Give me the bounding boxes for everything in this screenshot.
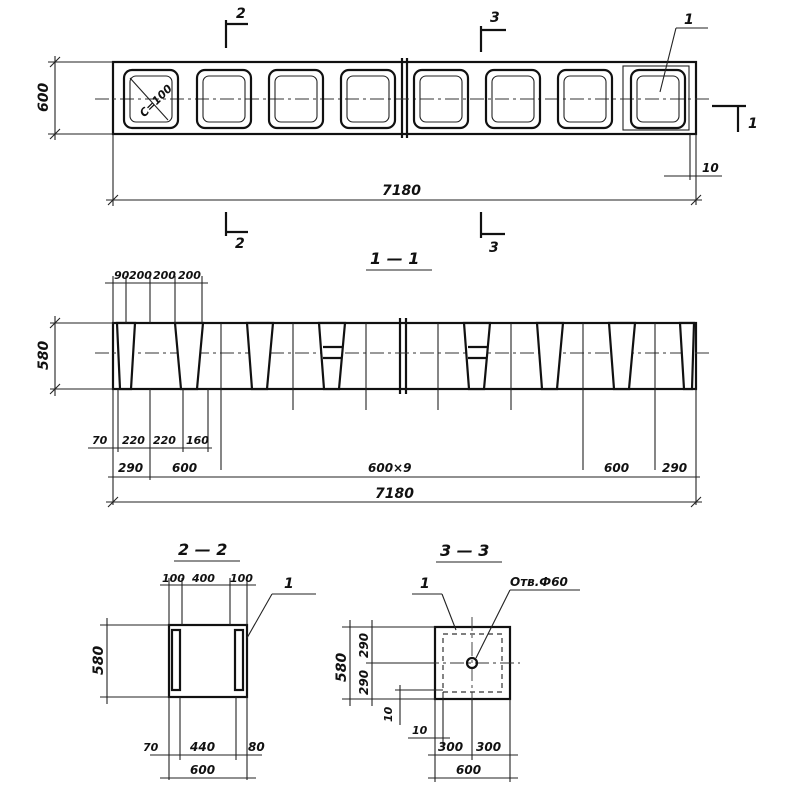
svg-text:290: 290 bbox=[662, 461, 687, 475]
plan-end-cell bbox=[622, 65, 690, 131]
plan-outline bbox=[111, 60, 698, 136]
svg-text:600: 600 bbox=[190, 763, 215, 777]
svg-text:2: 2 bbox=[235, 236, 245, 252]
plan-leader-1: 1 bbox=[659, 12, 708, 93]
section-height-dim: 580 bbox=[36, 316, 113, 396]
section-cell bbox=[462, 321, 492, 391]
svg-text:10: 10 bbox=[702, 161, 719, 175]
plan-height-dim: 600 bbox=[36, 56, 113, 140]
section-2-2-title: 2 — 2 bbox=[178, 540, 227, 559]
svg-text:10: 10 bbox=[412, 724, 428, 737]
section-outline bbox=[111, 321, 698, 391]
plan-length-dim: 7180 bbox=[106, 134, 702, 206]
section-2-2-rib bbox=[233, 628, 245, 692]
svg-text:100: 100 bbox=[230, 572, 253, 585]
plan-hole bbox=[412, 68, 470, 130]
svg-text:290: 290 bbox=[357, 633, 371, 658]
section-3-3-outline bbox=[433, 625, 512, 701]
svg-text:1: 1 bbox=[748, 116, 758, 132]
cut-mark-2-bottom: 2 bbox=[224, 212, 248, 252]
section-bottom-dims: 70 220 220 160 290 600 600×9 600 290 718… bbox=[88, 389, 702, 508]
plan-hole bbox=[556, 68, 614, 130]
svg-text:580: 580 bbox=[36, 341, 52, 370]
section-cells bbox=[115, 321, 696, 391]
section-3-3-title: 3 — 3 bbox=[440, 541, 489, 560]
plan-hole bbox=[267, 68, 325, 130]
svg-text:600: 600 bbox=[604, 461, 629, 475]
section-cell bbox=[115, 321, 137, 391]
svg-text:600: 600 bbox=[456, 763, 481, 777]
section-cell bbox=[173, 321, 205, 391]
svg-text:160: 160 bbox=[186, 434, 209, 447]
section-cell bbox=[607, 321, 637, 391]
plan-holes bbox=[122, 68, 687, 130]
section-2-2-rib bbox=[170, 628, 182, 692]
plan-view: C=100 2 3 2 3 1 bbox=[36, 6, 758, 256]
section-1-1: 1 — 1 bbox=[36, 249, 712, 508]
svg-text:220: 220 bbox=[153, 434, 176, 447]
svg-text:3: 3 bbox=[490, 10, 500, 26]
svg-text:300: 300 bbox=[438, 740, 463, 754]
section-3-3-hole bbox=[465, 656, 479, 670]
svg-text:70: 70 bbox=[143, 741, 159, 754]
svg-text:7180: 7180 bbox=[375, 486, 414, 502]
svg-text:10: 10 bbox=[382, 706, 395, 722]
cut-mark-3-bottom: 3 bbox=[479, 212, 505, 256]
svg-text:600×9: 600×9 bbox=[368, 461, 411, 475]
cut-mark-2-top: 2 bbox=[224, 6, 248, 48]
svg-text:600: 600 bbox=[36, 83, 52, 112]
svg-text:220: 220 bbox=[122, 434, 145, 447]
section-3-3-inner-dashed bbox=[442, 633, 503, 693]
section-cell bbox=[535, 321, 565, 391]
section-3-3: 3 — 3 Отв.Ф60 1 580 290 290 10 10 300 30… bbox=[334, 541, 580, 782]
cut-mark-3-top: 3 bbox=[479, 10, 506, 52]
svg-text:580: 580 bbox=[334, 653, 350, 682]
section-cell bbox=[317, 321, 347, 391]
svg-text:3: 3 bbox=[489, 240, 499, 256]
plan-hole-note: C=100 bbox=[137, 82, 175, 120]
svg-text:1: 1 bbox=[684, 12, 694, 28]
section-2-2: 2 — 2 100 400 100 580 1 70 440 80 600 bbox=[91, 540, 316, 780]
svg-text:2: 2 bbox=[236, 6, 246, 22]
plan-gap-dim: 10 bbox=[664, 134, 722, 205]
svg-text:200: 200 bbox=[178, 269, 201, 282]
plan-hole bbox=[339, 68, 397, 130]
plan-hole bbox=[195, 68, 253, 130]
svg-text:580: 580 bbox=[91, 646, 107, 675]
svg-text:600: 600 bbox=[172, 461, 197, 475]
svg-text:Отв.Ф60: Отв.Ф60 bbox=[510, 575, 568, 589]
svg-text:70: 70 bbox=[92, 434, 108, 447]
section-2-2-outline bbox=[167, 623, 249, 699]
svg-text:90: 90 bbox=[114, 269, 130, 282]
svg-text:80: 80 bbox=[248, 740, 265, 754]
svg-text:290: 290 bbox=[118, 461, 143, 475]
section-cell bbox=[245, 321, 275, 391]
section-1-1-title: 1 — 1 bbox=[370, 249, 419, 268]
svg-text:290: 290 bbox=[357, 670, 371, 695]
section-module-lines bbox=[220, 323, 656, 470]
svg-text:300: 300 bbox=[476, 740, 501, 754]
svg-text:200: 200 bbox=[153, 269, 176, 282]
plan-hole bbox=[484, 68, 542, 130]
section-top-dims: 90 200 200 200 bbox=[105, 269, 208, 323]
svg-text:1: 1 bbox=[420, 576, 430, 592]
svg-text:200: 200 bbox=[129, 269, 152, 282]
section-cell bbox=[678, 321, 696, 391]
svg-text:7180: 7180 bbox=[382, 183, 421, 199]
svg-text:440: 440 bbox=[189, 740, 215, 754]
svg-text:400: 400 bbox=[191, 572, 215, 585]
cut-mark-1: 1 bbox=[712, 104, 758, 132]
plan-hole bbox=[629, 68, 687, 130]
svg-text:1: 1 bbox=[284, 576, 294, 592]
plan-hole bbox=[122, 68, 180, 130]
svg-text:100: 100 bbox=[162, 572, 185, 585]
